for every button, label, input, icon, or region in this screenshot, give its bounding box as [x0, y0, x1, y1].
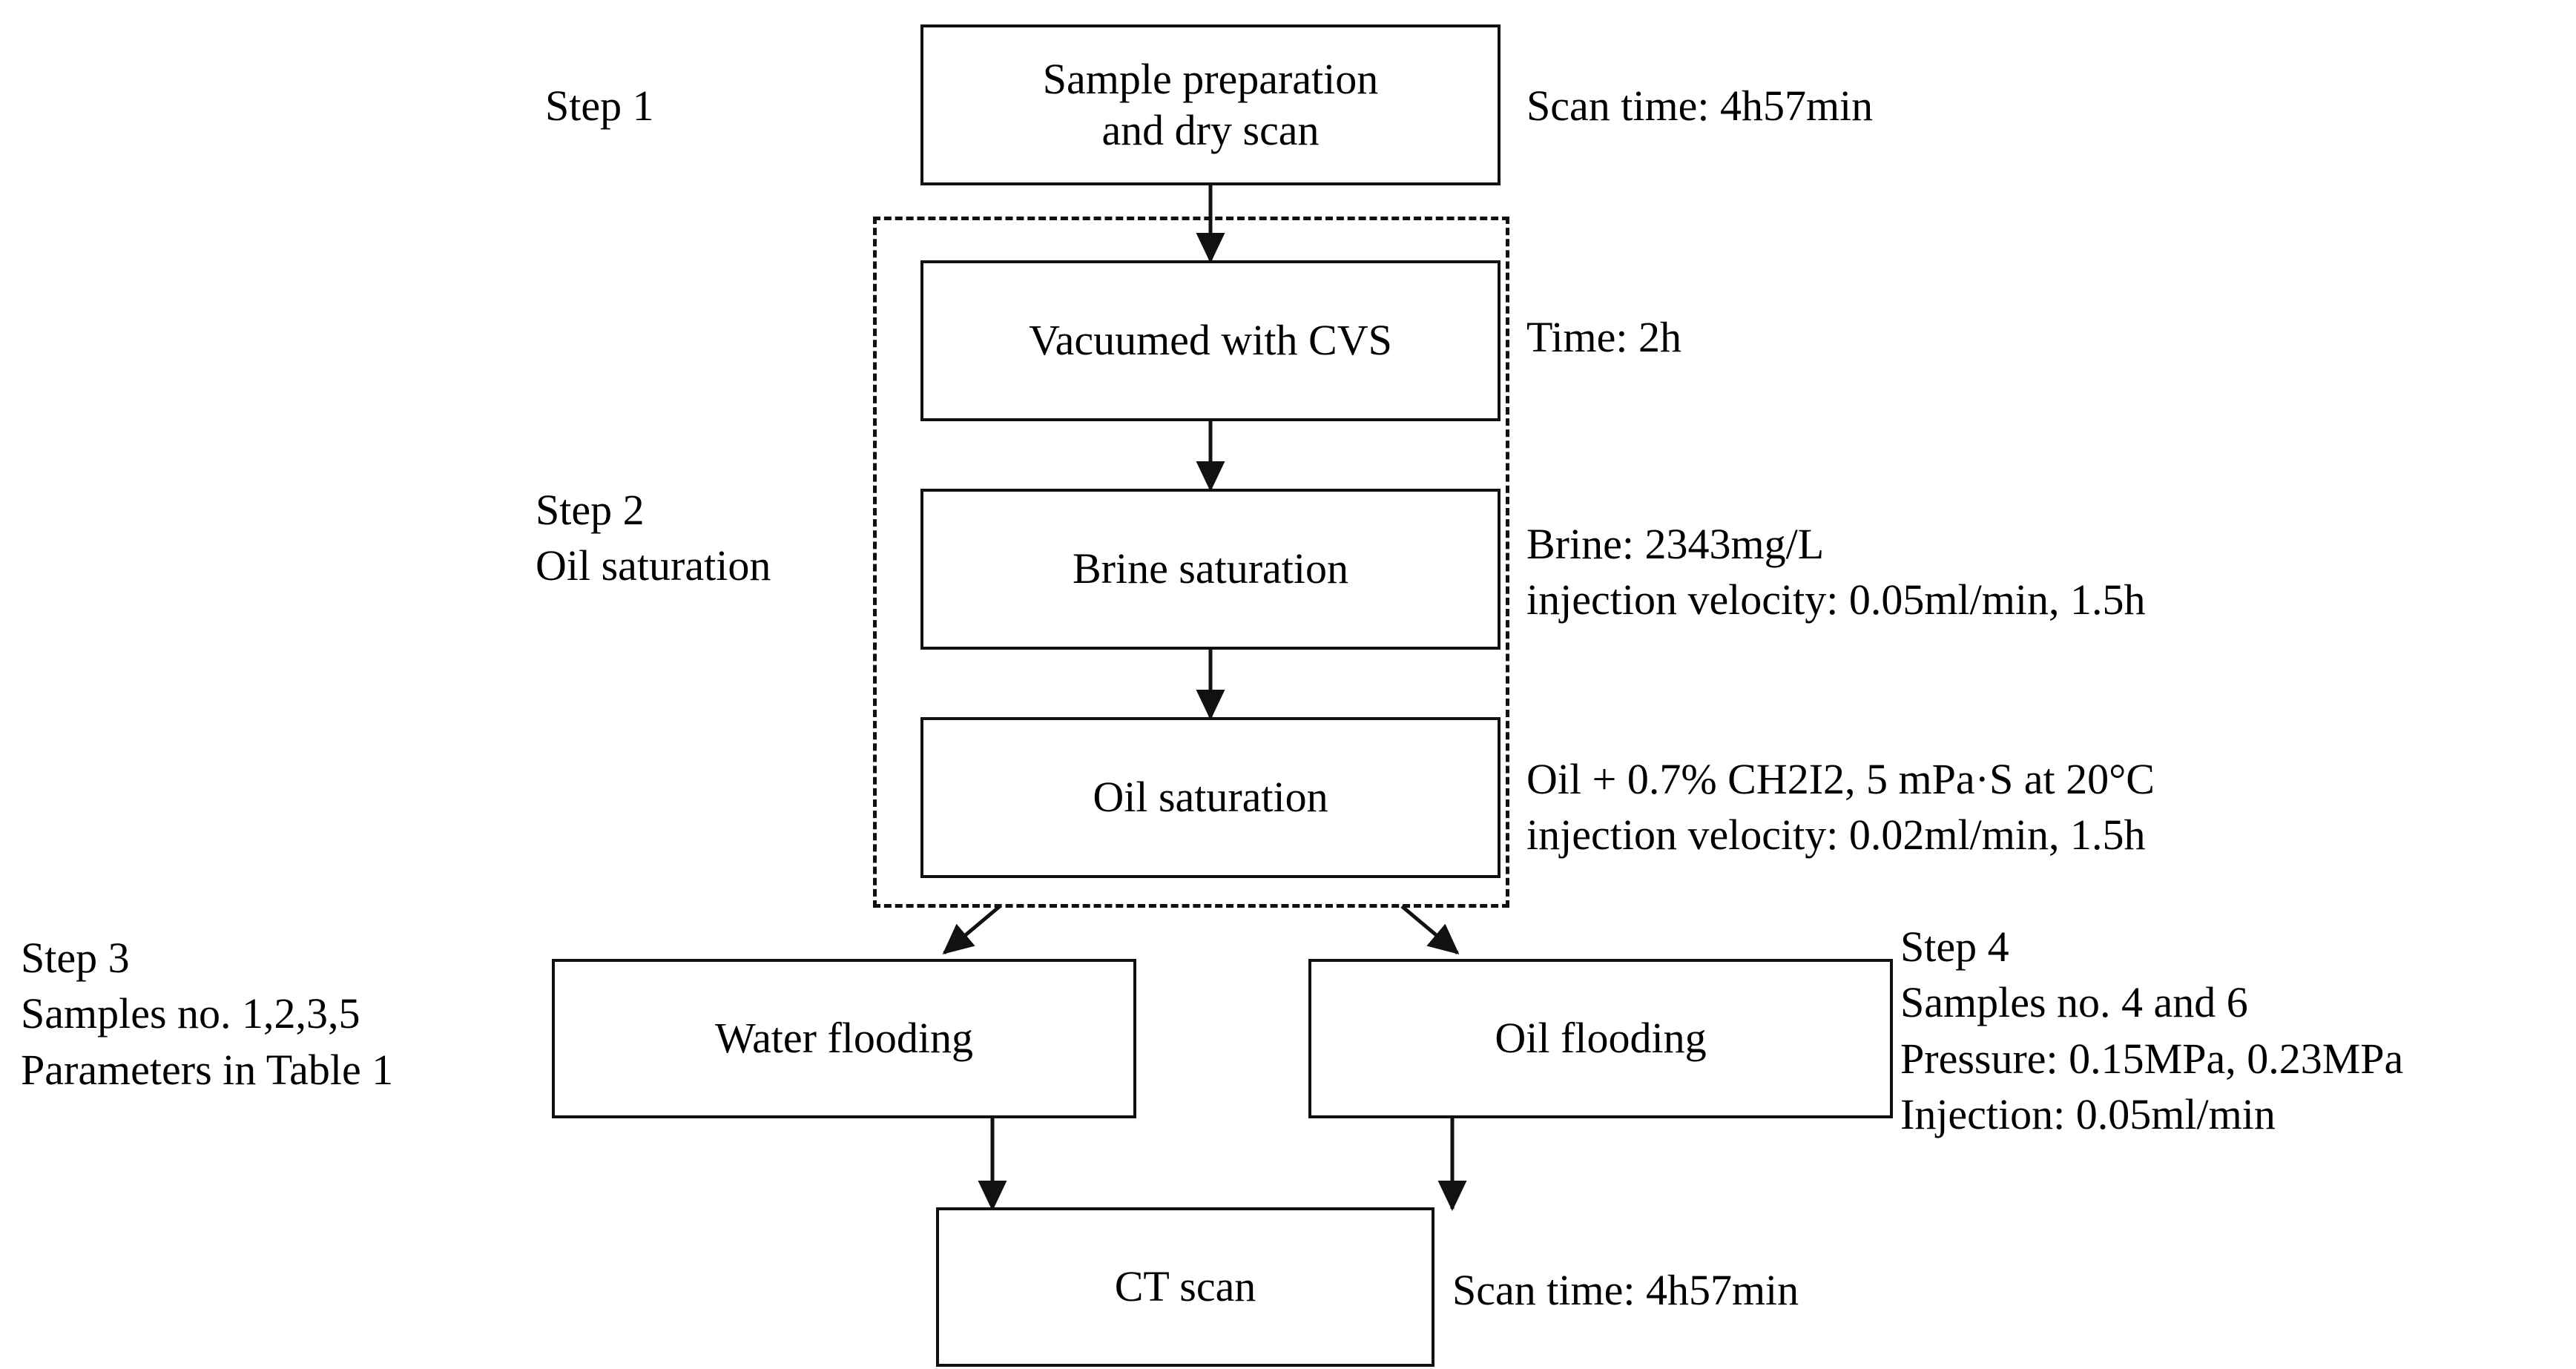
step-2-label: Step 2 Oil saturation: [536, 486, 771, 590]
annotation-vacuum-time: Time: 2h: [1526, 313, 1681, 361]
annotation-brine-parameters: Brine: 2343mg/L injection velocity: 0.05…: [1526, 520, 2146, 624]
edge-oilsaturation-to-waterflooding: [942, 905, 1001, 954]
node-label-water-flooding: Water flooding: [714, 1014, 974, 1063]
node-oil-flooding[interactable]: Oil flooding: [1308, 959, 1893, 1118]
node-label-oil-saturation: Oil saturation: [1093, 773, 1328, 822]
annotation-oil-parameters: Oil + 0.7% CH2I2, 5 mPa·S at 20°C inject…: [1526, 755, 2155, 860]
annotation-sample-prep-scan-time: Scan time: 4h57min: [1526, 82, 1874, 130]
node-label-ct-scan: CT scan: [1114, 1262, 1256, 1311]
step-3-label: Step 3 Samples no. 1,2,3,5 Parameters in…: [21, 934, 394, 1094]
node-label-brine-saturation: Brine saturation: [1072, 544, 1349, 593]
node-label-sample-preparation: Sample preparation and dry scan: [1042, 55, 1379, 154]
node-vacuumed-with-cvs[interactable]: Vacuumed with CVS: [920, 260, 1501, 421]
node-oil-saturation[interactable]: Oil saturation: [920, 717, 1501, 878]
step2-group-frame: [873, 217, 1509, 908]
node-label-vacuumed-with-cvs: Vacuumed with CVS: [1029, 316, 1392, 365]
node-brine-saturation[interactable]: Brine saturation: [920, 489, 1501, 650]
edge-oilsaturation-to-oilflooding: [1400, 905, 1460, 954]
annotation-ct-scan-time: Scan time: 4h57min: [1452, 1266, 1799, 1314]
step-4-label: Step 4 Samples no. 4 and 6 Pressure: 0.1…: [1900, 923, 2404, 1139]
node-ct-scan[interactable]: CT scan: [936, 1207, 1434, 1367]
step-1-label: Step 1: [545, 82, 654, 130]
node-water-flooding[interactable]: Water flooding: [552, 959, 1136, 1118]
node-sample-preparation[interactable]: Sample preparation and dry scan: [920, 24, 1501, 185]
node-label-oil-flooding: Oil flooding: [1495, 1014, 1707, 1063]
